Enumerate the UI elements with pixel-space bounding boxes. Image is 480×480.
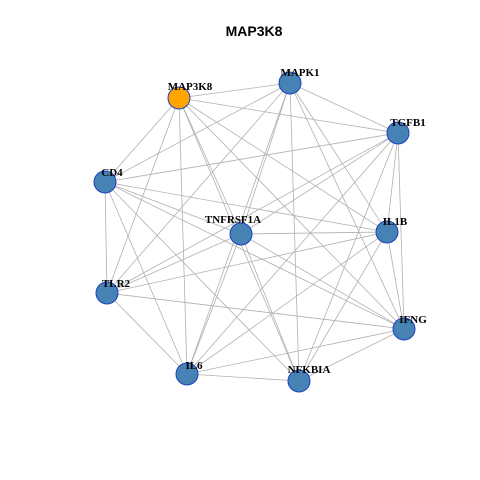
edge-il1b-ifng <box>386 231 405 330</box>
edge-ifng-il6 <box>186 328 405 375</box>
edge-cd4-il1b <box>104 181 388 233</box>
node-label-map3k8: MAP3K8 <box>168 81 213 93</box>
node-tlr2 <box>95 281 119 305</box>
edge-tnfrsf1a-nfkbia <box>240 233 300 382</box>
node-label-il6: IL6 <box>185 360 203 372</box>
edge-tlr2-il6 <box>106 292 188 375</box>
edge-mapk1-ifng <box>289 82 405 330</box>
edge-tlr2-ifng <box>106 292 405 330</box>
node-tgfb1 <box>386 121 410 145</box>
edge-ifng-nfkbia <box>298 328 405 382</box>
node-label-il1b: IL1B <box>383 216 408 228</box>
edge-mapk1-tnfrsf1a <box>240 82 291 235</box>
node-label-cd4: CD4 <box>101 167 123 179</box>
edge-tgfb1-tlr2 <box>106 132 399 294</box>
edge-map3k8-cd4 <box>104 97 180 183</box>
edge-cd4-nfkbia <box>104 181 300 382</box>
edge-cd4-tnfrsf1a <box>104 181 242 235</box>
node-il6 <box>175 362 199 386</box>
edge-il1b-tlr2 <box>106 231 388 294</box>
edge-mapk1-nfkbia <box>289 82 300 382</box>
edge-cd4-il6 <box>104 181 188 375</box>
edge-cd4-tlr2 <box>104 181 108 294</box>
edge-mapk1-tgfb1 <box>289 82 399 134</box>
edge-map3k8-il1b <box>178 97 388 233</box>
edge-tgfb1-cd4 <box>104 132 399 183</box>
edge-tnfrsf1a-il1b <box>240 231 388 235</box>
edge-tgfb1-tnfrsf1a <box>240 132 399 235</box>
edge-cd4-ifng <box>104 181 405 330</box>
node-label-tgfb1: TGFB1 <box>390 117 425 129</box>
node-tnfrsf1a <box>229 222 253 246</box>
node-layer <box>93 71 416 393</box>
edge-tnfrsf1a-tlr2 <box>106 233 242 294</box>
edge-tgfb1-il1b <box>386 132 399 233</box>
edge-tnfrsf1a-ifng <box>240 233 405 330</box>
diagram-title: MAP3K8 <box>226 23 283 39</box>
node-il1b <box>375 220 399 244</box>
edge-tgfb1-ifng <box>397 132 405 330</box>
edge-il1b-nfkbia <box>298 231 388 382</box>
edge-map3k8-il6 <box>178 97 188 375</box>
node-label-nfkbia: NFKBIA <box>288 364 331 376</box>
node-label-tnfrsf1a: TNFRSF1A <box>205 214 261 226</box>
node-ifng <box>392 317 416 341</box>
edge-il6-nfkbia <box>186 373 300 382</box>
node-nfkbia <box>287 369 311 393</box>
node-mapk1 <box>278 71 302 95</box>
edge-map3k8-tnfrsf1a <box>178 97 242 235</box>
node-label-ifng: IFNG <box>399 314 427 326</box>
node-label-mapk1: MAPK1 <box>280 67 319 79</box>
node-cd4 <box>93 170 117 194</box>
edge-map3k8-tlr2 <box>106 97 180 294</box>
node-label-tlr2: TLR2 <box>102 278 131 290</box>
edge-il1b-il6 <box>186 231 388 375</box>
edge-tnfrsf1a-il6 <box>186 233 242 375</box>
edge-mapk1-tlr2 <box>106 82 291 294</box>
edge-tgfb1-nfkbia <box>298 132 399 382</box>
edge-map3k8-mapk1 <box>178 82 291 99</box>
edge-mapk1-cd4 <box>104 82 291 183</box>
edge-layer <box>104 82 405 382</box>
node-map3k8 <box>167 86 191 110</box>
edge-tgfb1-il6 <box>186 132 399 375</box>
edge-map3k8-tgfb1 <box>178 97 399 134</box>
edge-mapk1-il1b <box>289 82 388 233</box>
edge-map3k8-ifng <box>178 97 405 330</box>
